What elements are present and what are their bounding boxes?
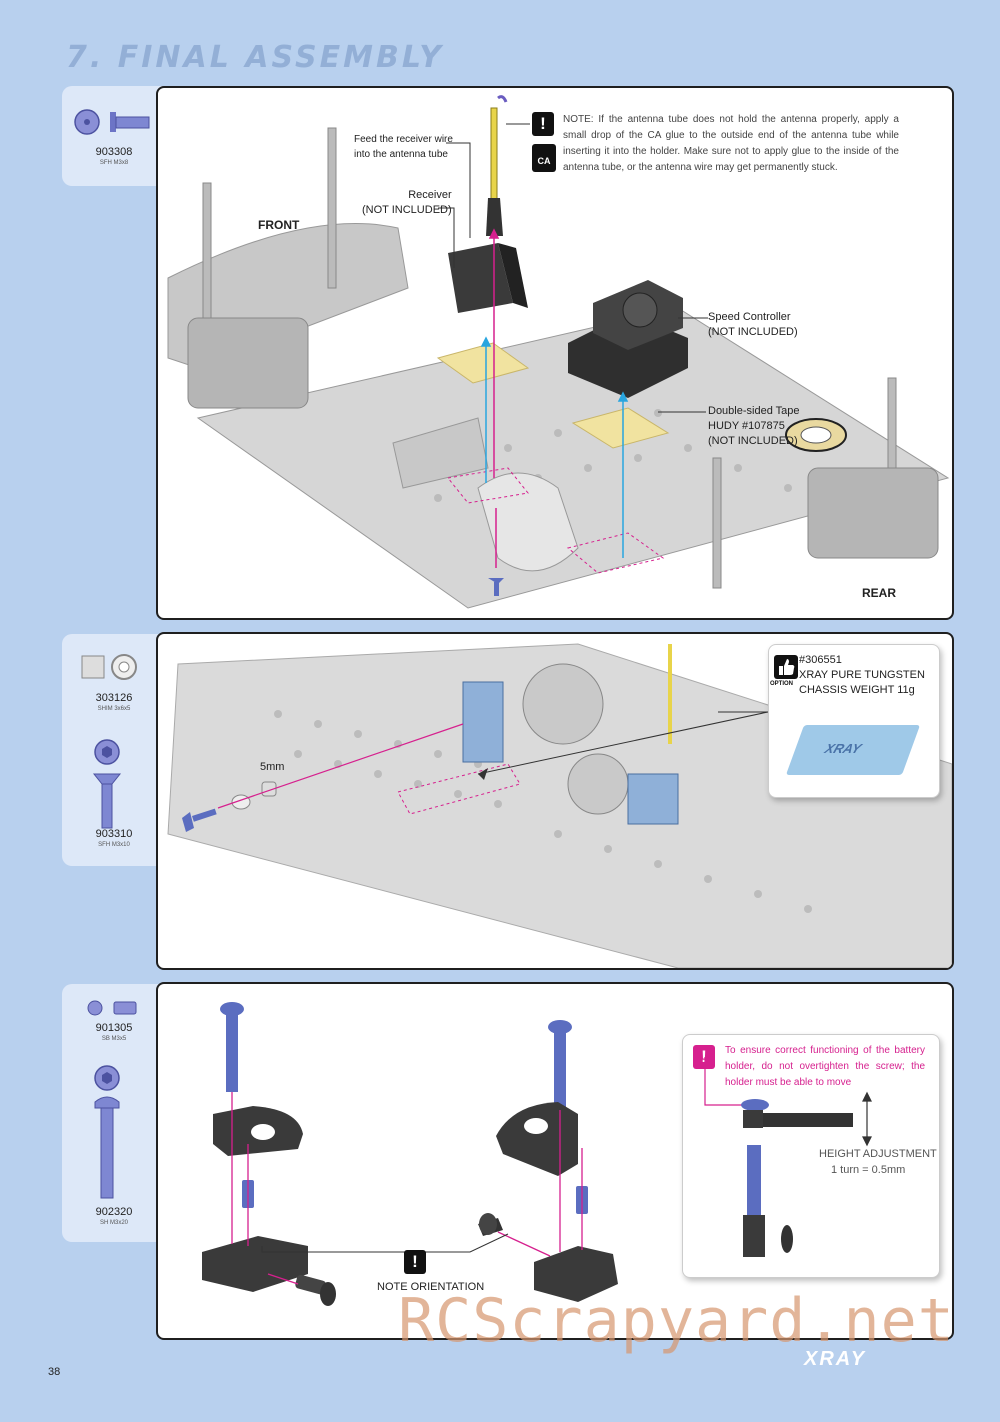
height-adjust-illustration [704,1057,872,1257]
front-label: FRONT [258,218,300,232]
battery-holder-note: To ensure correct functioning of the bat… [725,1045,925,1088]
speed-controller-label: Speed Controller (NOT INCLUDED) [708,311,798,338]
step2-panel: 5mm OPTION #306551 XRAY PURE TUNGSTEN CH… [156,632,954,970]
parts-tab-step2: 303126 SHIM 3x6x5 903310 SFH M3x10 [62,634,166,866]
step3-panel: ! NOTE ORIENTATION ! To ensure correct f… [156,982,954,1340]
height-adjustment-value: 1 turn = 0.5mm [831,1164,906,1176]
page-title: 7. FINAL ASSEMBLY [66,40,444,75]
weight-logo: XRAY [822,741,864,756]
antenna-note: NOTE: If the antenna tube does not hold … [563,114,899,173]
part-code: 902320 [95,1206,133,1218]
part-code: 903308 [95,146,133,158]
part-code: 903310 [95,828,133,840]
receiver-label: Receiver (NOT INCLUDED) [362,189,452,216]
part-desc: SB M3x5 [101,1036,127,1042]
battery-holder-tip-card: ! To ensure correct functioning of the b… [682,1034,940,1278]
option-description: XRAY PURE TUNGSTEN CHASSIS WEIGHT 11g [799,669,925,696]
rear-label: REAR [862,586,897,600]
part-desc: SH M3x20 [99,1220,128,1226]
feed-wire-label: Feed the receiver wire into the antenna … [354,134,453,160]
chassis-illustration-step2 [167,643,952,968]
parts-tab-step1: 903308 SFH M3x8 [62,86,166,186]
thumbs-up-icon [774,655,798,679]
option-code: #306551 [799,654,842,666]
step1-panel: Feed the receiver wire into the antenna … [156,86,954,620]
chassis-illustration-step1 [167,95,950,609]
battery-holder-illustration [202,1002,618,1306]
brand-logo: XRAY [804,1348,867,1370]
part-code: 901305 [95,1022,133,1034]
warning-icon: ! [693,1045,715,1069]
option-tag: OPTION [770,681,794,687]
part-desc: SFH M3x10 [98,842,130,848]
part-code: 303126 [95,692,133,704]
part-desc: SFH M3x8 [99,160,129,166]
parts-icons-step2 [81,654,137,829]
height-adjustment-label: HEIGHT ADJUSTMENT [819,1148,937,1160]
part-desc: SHIM 3x6x5 [97,706,131,712]
note-orientation-label: NOTE ORIENTATION [377,1281,485,1293]
option-part-card: OPTION #306551 XRAY PURE TUNGSTEN CHASSI… [768,644,940,798]
page-number: 38 [48,1366,61,1378]
parts-icons-step1 [74,109,150,135]
shim-dimension-label: 5mm [260,761,285,773]
watermark: RCScrapyard.net [398,1286,955,1356]
parts-tab-step3: 901305 SB M3x5 902320 SH M3x20 [62,984,166,1242]
ca-glue-icon: CA [532,144,556,172]
tungsten-weight-image: XRAY [785,725,921,775]
tape-label: Double-sided Tape HUDY #107875 (NOT INCL… [708,405,800,447]
warning-icon: ! [404,1250,426,1274]
warning-icon: ! [532,112,554,136]
parts-icons-step3 [87,1000,137,1199]
